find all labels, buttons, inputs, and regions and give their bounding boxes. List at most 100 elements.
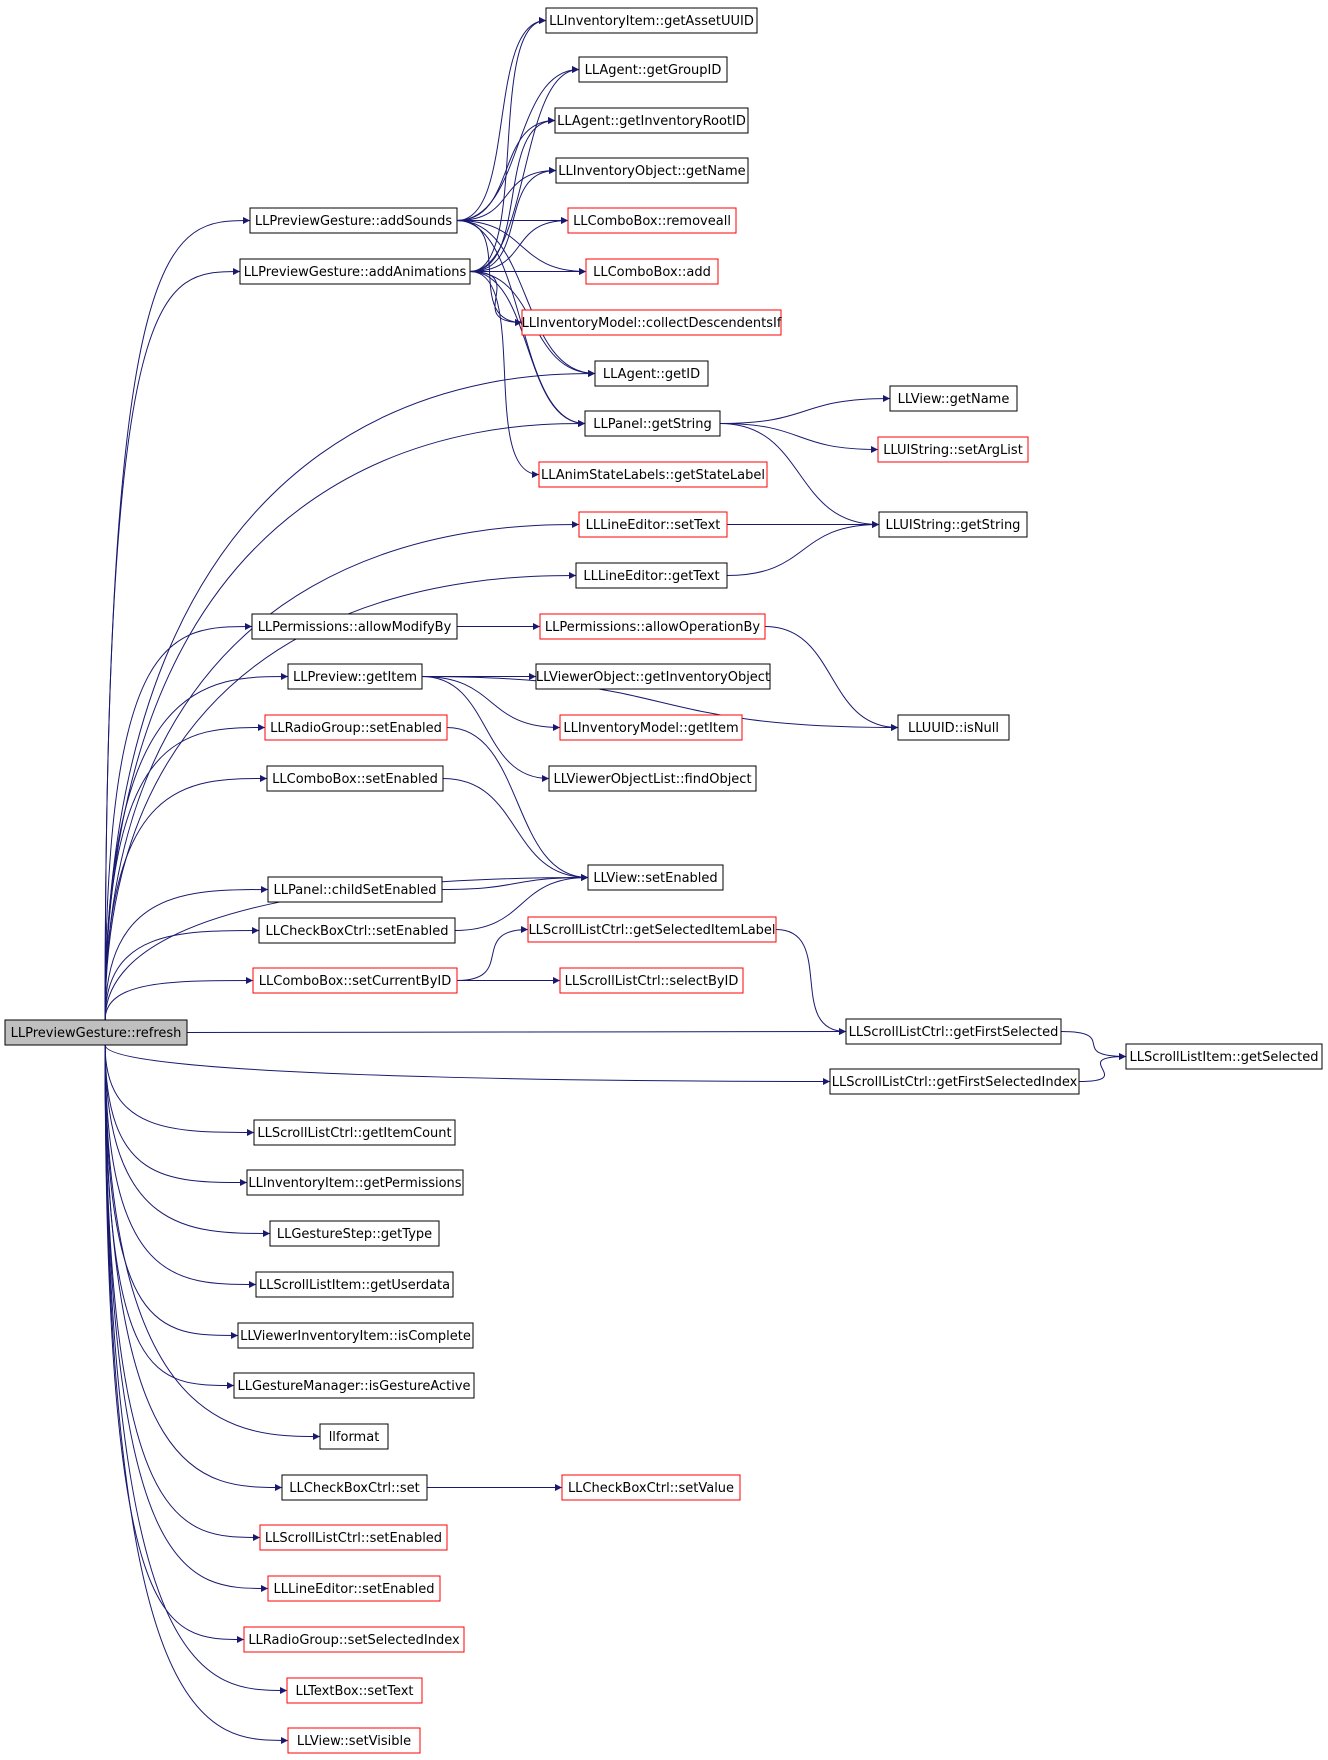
node-llinventoryobject-getname[interactable]: LLInventoryObject::getName [555, 157, 749, 184]
node-llpermissions-allowoperationby[interactable]: LLPermissions::allowOperationBy [539, 613, 766, 640]
node-box[interactable] [239, 258, 471, 285]
node-box[interactable] [889, 385, 1018, 412]
node-llview-setenabled[interactable]: LLView::setEnabled [587, 864, 724, 891]
node-box[interactable] [535, 663, 771, 690]
node-box[interactable] [594, 360, 709, 387]
node-box[interactable] [287, 663, 423, 690]
node-box[interactable] [267, 1575, 441, 1602]
node-box[interactable] [251, 613, 458, 640]
node-box[interactable] [246, 1169, 464, 1196]
node-llview-setvisible[interactable]: LLView::setVisible [287, 1727, 421, 1754]
node-box[interactable] [233, 1372, 475, 1399]
node-llscrolllistctrl-getselecteditemlabel[interactable]: LLScrollListCtrl::getSelectedItemLabel [527, 916, 777, 943]
node-llscrolllistctrl-getfirstselected[interactable]: LLScrollListCtrl::getFirstSelected [845, 1018, 1062, 1045]
node-llviewerinventoryitem-iscomplete[interactable]: LLViewerInventoryItem::isComplete [237, 1322, 474, 1349]
node-lluistring-setarglist[interactable]: LLUIString::setArgList [877, 436, 1029, 463]
node-box[interactable] [243, 1626, 465, 1653]
node-box[interactable] [829, 1068, 1080, 1095]
node-box[interactable] [587, 864, 724, 891]
node-llformat[interactable]: llformat [319, 1423, 389, 1450]
node-llpreview-getitem[interactable]: LLPreview::getItem [287, 663, 423, 690]
node-llcombobox-add[interactable]: LLComboBox::add [585, 258, 719, 285]
node-lllineeditor-settext[interactable]: LLLineEditor::setText [578, 511, 728, 538]
node-box[interactable] [877, 436, 1029, 463]
node-box[interactable] [845, 1018, 1062, 1045]
node-box[interactable] [237, 1322, 474, 1349]
node-llpreviewgesture-addanimations[interactable]: LLPreviewGesture::addAnimations [239, 258, 471, 285]
node-llpanel-childsetenabled[interactable]: LLPanel::childSetEnabled [267, 876, 443, 903]
node-box[interactable] [264, 714, 448, 741]
node-llinventoryitem-getpermissions[interactable]: LLInventoryItem::getPermissions [246, 1169, 464, 1196]
node-lllineeditor-gettext[interactable]: LLLineEditor::getText [575, 562, 728, 589]
node-llpermissions-allowmodifyby[interactable]: LLPermissions::allowModifyBy [251, 613, 458, 640]
node-llscrolllistctrl-setenabled[interactable]: LLScrollListCtrl::setEnabled [259, 1524, 448, 1551]
node-llcombobox-setcurrentbyid[interactable]: LLComboBox::setCurrentByID [252, 967, 458, 994]
node-box[interactable] [319, 1423, 389, 1450]
node-box[interactable] [538, 461, 768, 488]
node-llinventoryitem-getassetuuid[interactable]: LLInventoryItem::getAssetUUID [545, 7, 758, 34]
node-box[interactable] [253, 1119, 456, 1146]
node-lltextbox-settext[interactable]: LLTextBox::setText [286, 1677, 423, 1704]
node-box[interactable] [281, 1474, 428, 1501]
node-llscrolllistitem-getuserdata[interactable]: LLScrollListItem::getUserdata [255, 1271, 454, 1298]
node-box[interactable] [1125, 1043, 1323, 1070]
node-llgesturestep-gettype[interactable]: LLGestureStep::getType [269, 1220, 440, 1247]
node-box[interactable] [559, 967, 744, 994]
node-llscrolllistitem-getselected[interactable]: LLScrollListItem::getSelected [1125, 1043, 1323, 1070]
node-box[interactable] [258, 917, 456, 944]
node-llpreviewgesture-refresh[interactable]: LLPreviewGesture::refresh [4, 1019, 188, 1046]
node-box[interactable] [266, 765, 444, 792]
node-lluistring-getstring[interactable]: LLUIString::getString [878, 511, 1028, 538]
node-box[interactable] [287, 1727, 421, 1754]
node-llradiogroup-setselectedindex[interactable]: LLRadioGroup::setSelectedIndex [243, 1626, 465, 1653]
node-llcheckboxctrl-setvalue[interactable]: LLCheckBoxCtrl::setValue [561, 1474, 741, 1501]
node-box[interactable] [578, 511, 728, 538]
node-box[interactable] [527, 916, 777, 943]
node-llanimstatelabels-getstatelabel[interactable]: LLAnimStateLabels::getStateLabel [538, 461, 768, 488]
node-box[interactable] [4, 1019, 188, 1046]
node-box[interactable] [578, 56, 728, 83]
node-llview-getname[interactable]: LLView::getName [889, 385, 1018, 412]
node-box[interactable] [267, 876, 443, 903]
node-llscrolllistctrl-getfirstselectedindex[interactable]: LLScrollListCtrl::getFirstSelectedIndex [829, 1068, 1080, 1095]
node-box[interactable] [585, 258, 719, 285]
node-llagent-getinventoryrootid[interactable]: LLAgent::getInventoryRootID [554, 107, 749, 134]
node-box[interactable] [539, 613, 766, 640]
node-box[interactable] [286, 1677, 423, 1704]
node-box[interactable] [521, 309, 782, 336]
node-box[interactable] [269, 1220, 440, 1247]
node-box[interactable] [252, 967, 458, 994]
node-box[interactable] [575, 562, 728, 589]
node-llagent-getid[interactable]: LLAgent::getID [594, 360, 709, 387]
node-llgesturemanager-isgestureactive[interactable]: LLGestureManager::isGestureActive [233, 1372, 475, 1399]
node-box[interactable] [255, 1271, 454, 1298]
node-llviewerobject-getinventoryobject[interactable]: LLViewerObject::getInventoryObject [535, 663, 771, 690]
node-llagent-getgroupid[interactable]: LLAgent::getGroupID [578, 56, 728, 83]
node-lluuid-isnull[interactable]: LLUUID::isNull [897, 714, 1010, 741]
node-llpreviewgesture-addsounds[interactable]: LLPreviewGesture::addSounds [249, 207, 458, 234]
node-box[interactable] [561, 1474, 741, 1501]
node-box[interactable] [548, 765, 757, 792]
node-llscrolllistctrl-selectbyid[interactable]: LLScrollListCtrl::selectByID [559, 967, 744, 994]
node-lllineeditor-setenabled[interactable]: LLLineEditor::setEnabled [267, 1575, 441, 1602]
node-llcombobox-setenabled[interactable]: LLComboBox::setEnabled [266, 765, 444, 792]
node-box[interactable] [878, 511, 1028, 538]
node-box[interactable] [555, 157, 749, 184]
node-llinventorymodel-getitem[interactable]: LLInventoryModel::getItem [559, 714, 743, 741]
node-box[interactable] [567, 207, 737, 234]
node-box[interactable] [897, 714, 1010, 741]
node-box[interactable] [554, 107, 749, 134]
node-llcheckboxctrl-setenabled[interactable]: LLCheckBoxCtrl::setEnabled [258, 917, 456, 944]
node-llradiogroup-setenabled[interactable]: LLRadioGroup::setEnabled [264, 714, 448, 741]
node-box[interactable] [259, 1524, 448, 1551]
node-llviewerobjectlist-findobject[interactable]: LLViewerObjectList::findObject [548, 765, 757, 792]
node-box[interactable] [249, 207, 458, 234]
node-box[interactable] [559, 714, 743, 741]
node-llinventorymodel-collectdescendentsif[interactable]: LLInventoryModel::collectDescendentsIf [521, 309, 782, 336]
node-llcombobox-removeall[interactable]: LLComboBox::removeall [567, 207, 737, 234]
node-llscrolllistctrl-getitemcount[interactable]: LLScrollListCtrl::getItemCount [253, 1119, 456, 1146]
node-box[interactable] [584, 410, 721, 437]
node-llcheckboxctrl-set[interactable]: LLCheckBoxCtrl::set [281, 1474, 428, 1501]
node-llpanel-getstring[interactable]: LLPanel::getString [584, 410, 721, 437]
node-box[interactable] [545, 7, 758, 34]
